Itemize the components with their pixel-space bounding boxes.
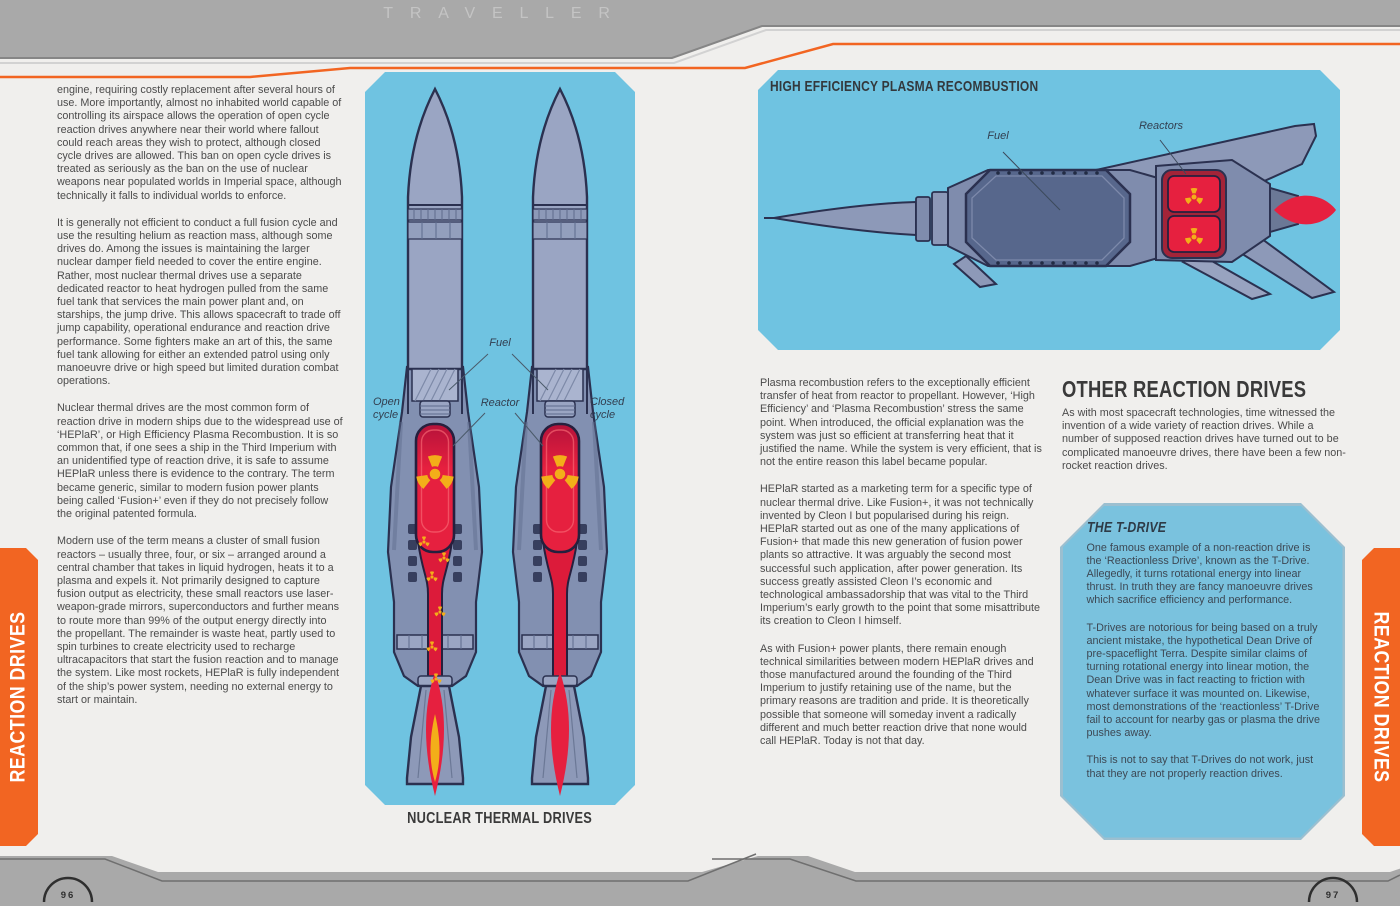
- spacecraft-diagram: [764, 124, 1336, 299]
- paragraph: Nuclear thermal drives are the most comm…: [57, 402, 343, 521]
- side-tab-reaction-drives-right: REACTION DRIVES: [1362, 548, 1400, 846]
- tdrive-sidebar-box: THE T-DRIVE One famous example of a non-…: [1060, 503, 1345, 840]
- paragraph: This is not to say that T-Drives do not …: [1086, 754, 1314, 780]
- exhaust-plume: [1274, 196, 1336, 225]
- spacecraft-svg: [758, 70, 1340, 350]
- exhaust-plume-inner: [431, 714, 440, 782]
- rocket-cutaway-svg: [365, 72, 635, 805]
- other-reaction-drives-section: OTHER REACTION DRIVES As with most space…: [1062, 377, 1347, 487]
- side-tab-label: REACTION DRIVES: [1370, 611, 1393, 783]
- label-leader-lines: [1003, 140, 1186, 210]
- right-page-text-column: Plasma recombustion refers to the except…: [760, 377, 1044, 762]
- side-tab-reaction-drives-left: REACTION DRIVES: [0, 548, 38, 846]
- section-heading: OTHER REACTION DRIVES: [1062, 376, 1307, 402]
- rocket-open-cycle: [388, 89, 482, 796]
- hull-studs: [996, 171, 1099, 265]
- paragraph: As with most spacecraft technologies, ti…: [1062, 407, 1346, 472]
- paragraph: It is generally not efficient to conduct…: [57, 216, 341, 388]
- page-number-right: 97: [1325, 890, 1341, 901]
- paragraph: One famous example of a non-reaction dri…: [1086, 541, 1313, 607]
- paragraph: T-Drives are notorious for being based o…: [1086, 621, 1320, 740]
- label-reactor: Reactor: [480, 397, 520, 409]
- footer-trim-graphic: [0, 853, 1400, 906]
- label-fuel: Fuel: [489, 337, 511, 349]
- paragraph: HEPlaR started as a marketing term for a…: [760, 483, 1041, 628]
- fuel-tank: [966, 170, 1130, 266]
- label-leader-lines: [449, 354, 548, 446]
- rocket-closed-cycle: [513, 89, 607, 796]
- diagram-caption: NUCLEAR THERMAL DRIVES: [407, 810, 593, 827]
- label-fuel: Fuel: [987, 130, 1009, 142]
- page-number-left: 96: [60, 890, 76, 901]
- header-trim-graphic: [0, 0, 1400, 79]
- label-closed-cycle: Closed cycle: [590, 396, 625, 421]
- paragraph: engine, requiring costly replacement aft…: [57, 84, 342, 202]
- paragraph: As with Fusion+ power plants, there rema…: [760, 642, 1034, 748]
- panel-title: HIGH EFFICIENCY PLASMA RECOMBUSTION: [770, 78, 1039, 95]
- tdrive-heading: THE T-DRIVE: [1086, 518, 1166, 536]
- paragraph: Plasma recombustion refers to the except…: [760, 377, 1042, 469]
- page-title: TRAVELLER: [383, 5, 627, 22]
- label-open-cycle: Open cycle: [373, 396, 400, 421]
- page-number-arc: [42, 876, 94, 903]
- label-reactors: Reactors: [1138, 120, 1184, 132]
- side-tab-label: REACTION DRIVES: [7, 611, 30, 783]
- page-number-arc: [1307, 876, 1359, 903]
- paragraph: Modern use of the term means a cluster o…: [57, 535, 340, 706]
- plasma-recombustion-panel: HIGH EFFICIENCY PLASMA RECOMBUSTION Fuel…: [758, 70, 1340, 350]
- nuclear-thermal-drives-panel: Fuel Reactor Open cycle Closed cycle: [365, 72, 635, 805]
- left-page-text-column: engine, requiring costly replacement aft…: [57, 84, 344, 721]
